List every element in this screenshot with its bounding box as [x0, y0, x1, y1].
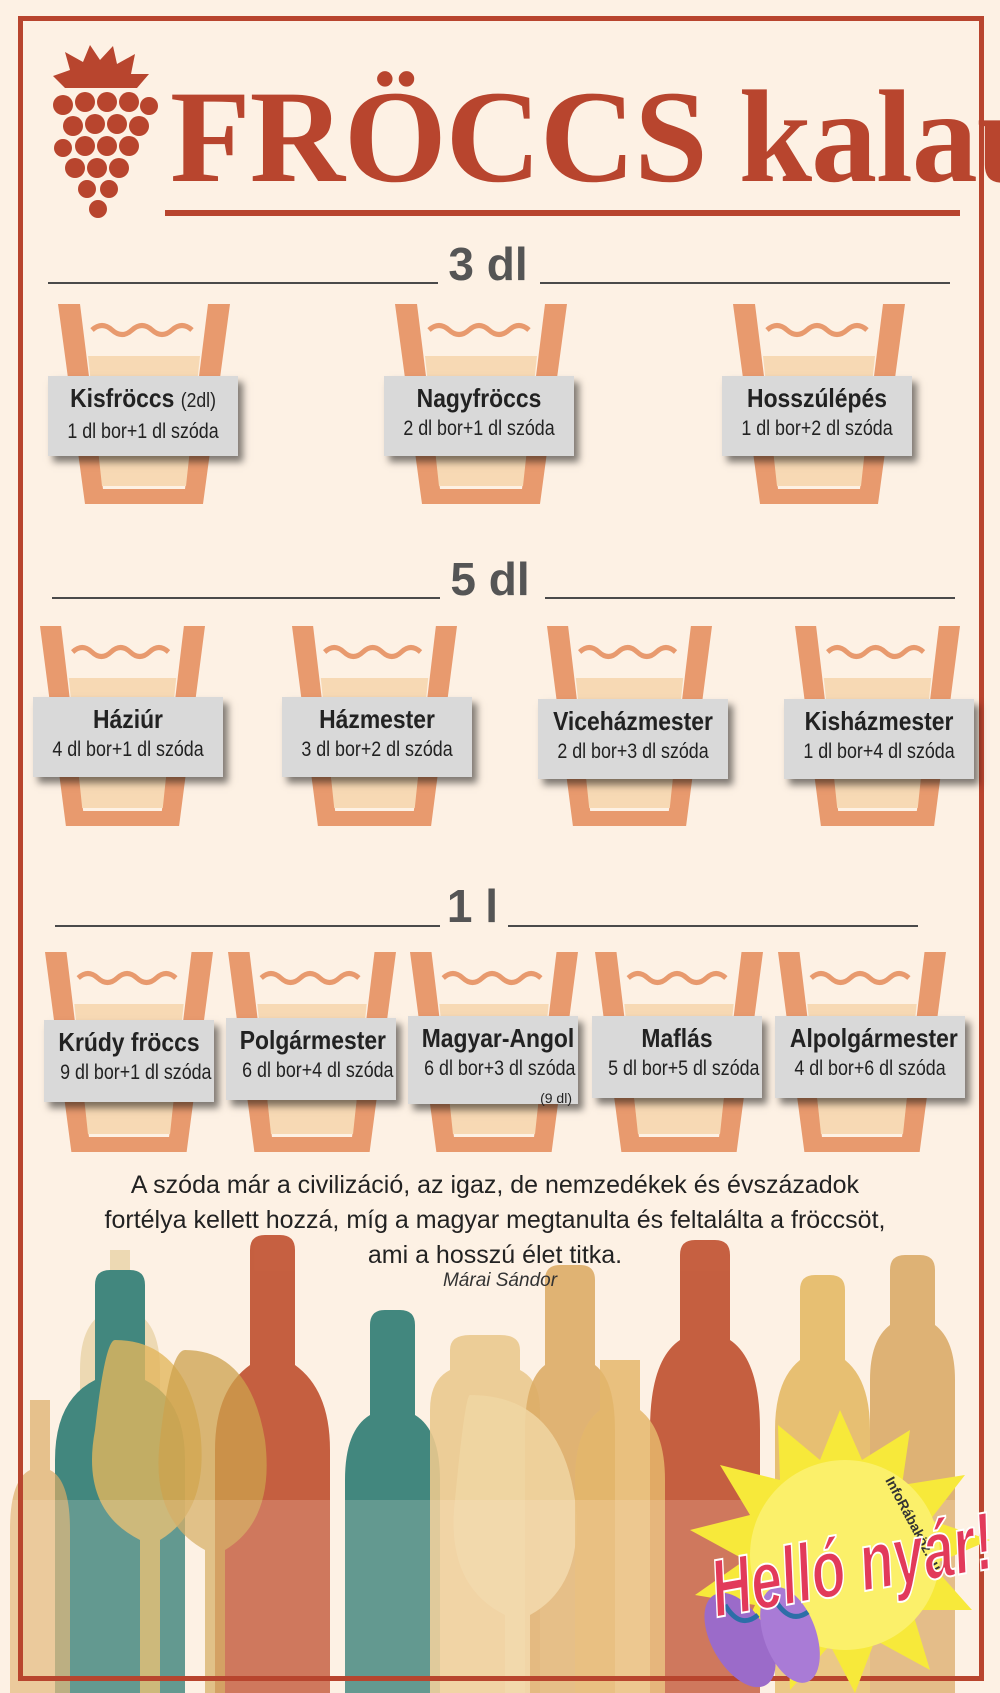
section-rule-left: [52, 597, 440, 599]
drink-name: Alpolgármester: [789, 1023, 958, 1053]
hello-nyar-logo: InfoRábaköz.hu Helló nyár!: [690, 1410, 1000, 1693]
drink-name: Házmester: [319, 704, 435, 734]
drink-card: Viceházmester 2 dl bor+3 dl szóda: [538, 699, 728, 779]
title-underline: [165, 210, 960, 216]
drink-recipe: 1 dl bor+4 dl szóda: [803, 740, 955, 763]
drink-note: (2dl): [180, 390, 216, 412]
drink-card: Alpolgármester 4 dl bor+6 dl szóda: [775, 1016, 965, 1098]
drink-card: Nagyfröccs 2 dl bor+1 dl szóda: [384, 376, 574, 456]
drink-recipe: 2 dl bor+3 dl szóda: [557, 740, 709, 763]
drink-card: Krúdy fröccs 9 dl bor+1 dl szóda: [44, 1020, 214, 1102]
section-label-3dl: 3 dl: [448, 238, 528, 290]
quote-text: A szóda már a civilizáció, az igaz, de n…: [104, 1171, 886, 1269]
drink-card: Házmester 3 dl bor+2 dl szóda: [282, 697, 472, 777]
section-rule-left: [48, 282, 438, 284]
drink-name: Magyar-Angol: [421, 1023, 575, 1053]
section-rule-right: [545, 597, 955, 599]
drink-recipe: 6 dl bor+4 dl szóda: [242, 1059, 394, 1082]
drink-name: Maflás: [641, 1023, 713, 1053]
drink-name: Polgármester: [239, 1025, 386, 1055]
drink-name: Kisfröccs (2dl): [70, 383, 216, 413]
drink-recipe: 5 dl bor+5 dl szóda: [608, 1057, 760, 1080]
drink-recipe: 2 dl bor+1 dl szóda: [403, 417, 555, 440]
drink-recipe: 6 dl bor+3 dl szóda: [424, 1057, 576, 1080]
drink-card: Kisházmester 1 dl bor+4 dl szóda: [784, 699, 974, 779]
section-label-1l: 1 l: [446, 880, 499, 932]
section-rule-right: [508, 925, 918, 927]
drink-name: Krúdy fröccs: [58, 1027, 200, 1057]
page-title: FRÖCCS kalauz: [170, 63, 1000, 210]
drink-name: Hosszúlépés: [747, 383, 887, 413]
drink-card: Polgármester 6 dl bor+4 dl szóda: [226, 1018, 396, 1100]
drink-recipe: 9 dl bor+1 dl szóda: [60, 1061, 212, 1084]
drink-card: Hosszúlépés 1 dl bor+2 dl szóda: [722, 376, 912, 456]
grapes-icon: [53, 45, 158, 218]
drink-name: Háziúr: [93, 704, 163, 734]
section-rule-right: [540, 282, 950, 284]
drink-card: Kisfröccs (2dl) 1 dl bor+1 dl szóda: [48, 376, 238, 456]
drink-recipe: 1 dl bor+1 dl szóda: [67, 420, 219, 443]
flip-flops-icon: [704, 1587, 820, 1688]
drink-recipe: 4 dl bor+6 dl szóda: [794, 1057, 946, 1080]
drink-recipe: 1 dl bor+2 dl szóda: [741, 417, 893, 440]
drink-name: Nagyfröccs: [416, 383, 542, 413]
section-rule-left: [55, 925, 440, 927]
drink-name: Viceházmester: [553, 706, 713, 736]
drink-volume-note: (9 dl): [540, 1090, 572, 1106]
drink-card: Magyar-Angol 6 dl bor+3 dl szóda (9 dl): [408, 1016, 578, 1106]
drink-card: Háziúr 4 dl bor+1 dl szóda: [33, 697, 223, 777]
drink-card: Maflás 5 dl bor+5 dl szóda: [592, 1016, 762, 1098]
drink-recipe: 4 dl bor+1 dl szóda: [52, 738, 204, 761]
drink-name: Kisházmester: [804, 706, 954, 736]
quote-author: Márai Sándor: [442, 1270, 558, 1291]
drink-recipe: 3 dl bor+2 dl szóda: [301, 738, 453, 761]
section-label-5dl: 5 dl: [450, 553, 530, 605]
